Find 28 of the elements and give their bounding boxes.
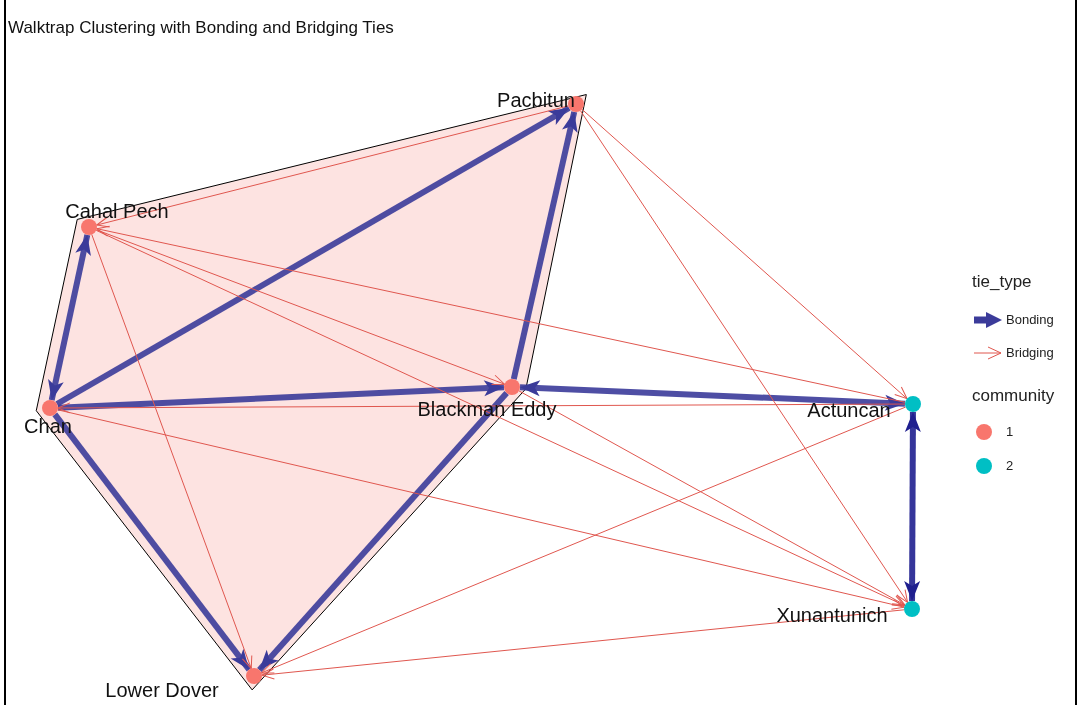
legend-label: Bridging bbox=[1006, 345, 1054, 360]
bridging-arrow bbox=[261, 609, 905, 680]
bridging-arrow bbox=[96, 229, 505, 386]
bonding-arrow bbox=[52, 412, 252, 672]
legend-label: 1 bbox=[1006, 424, 1014, 439]
legend-title: tie_type bbox=[972, 272, 1032, 292]
chart-title: Walktrap Clustering with Bonding and Bridging Ties bbox=[8, 18, 394, 38]
bridging-arrow bbox=[96, 225, 906, 403]
bonding-arrow bbox=[55, 105, 571, 407]
bonding-arrow bbox=[257, 390, 509, 673]
bridging-arrow bbox=[518, 390, 906, 606]
bridging-arrow bbox=[95, 229, 906, 607]
bridging-arrow bbox=[260, 406, 907, 674]
bridging-arrow bbox=[91, 234, 253, 669]
node-label: Actuncan bbox=[807, 399, 891, 421]
legend-title: community bbox=[972, 386, 1055, 406]
bonding-arrow bbox=[519, 380, 906, 411]
legend-label: 2 bbox=[1006, 458, 1014, 473]
bonding-arrow bbox=[57, 380, 505, 411]
bridging-arrow bbox=[57, 409, 905, 610]
bonding-arrow bbox=[48, 234, 91, 401]
bridging-arrow bbox=[96, 105, 569, 228]
legend-label: Bonding bbox=[1006, 312, 1054, 327]
bonding-arrow bbox=[904, 412, 921, 601]
bridging-arrow bbox=[579, 110, 909, 603]
bridging-arrow bbox=[581, 108, 908, 400]
node-label: Lower Dover bbox=[105, 679, 219, 701]
bonding-arrow bbox=[510, 111, 578, 380]
